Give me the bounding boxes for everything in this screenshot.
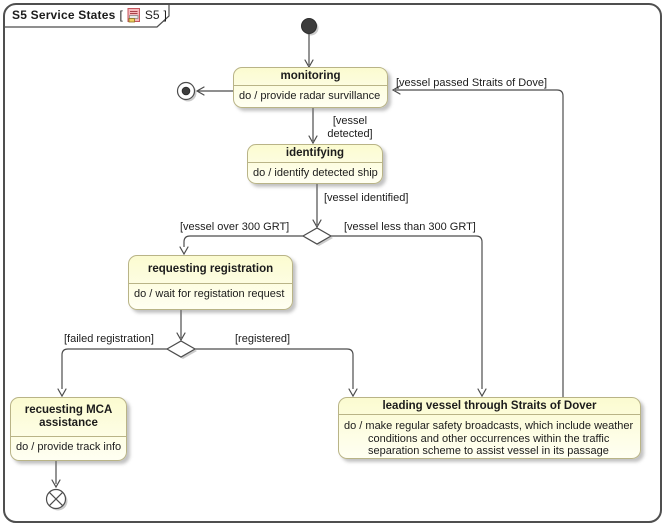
state-requesting-registration[interactable]: requesting registration do / wait for re… <box>128 255 293 310</box>
frame-tab-outline <box>5 4 170 28</box>
transition-identifying-choice[interactable] <box>312 184 322 229</box>
frame-bracket-open: [ <box>119 8 123 22</box>
transition-vessel-passed[interactable] <box>391 85 564 397</box>
guard-vessel-passed: [vessel passed Straits of Dove] <box>396 77 548 89</box>
guard-registered: [registered] <box>235 333 291 345</box>
guard-vessel-detected: [vessel detected] <box>327 115 373 140</box>
final-state[interactable] <box>176 81 197 102</box>
state-machine-diagram-icon <box>127 7 140 22</box>
state-leading-vessel[interactable]: leading vessel through Straits of Dover … <box>338 397 641 459</box>
frame-title-tab: S5 Service States [ S5 ] <box>12 7 167 23</box>
state-title: recuesting MCA assistance <box>11 398 126 437</box>
state-monitoring[interactable]: monitoring do / provide radar survillanc… <box>233 67 388 108</box>
state-activity: do / provide track info <box>16 441 122 453</box>
guard-vessel-identified: [vessel identified] <box>324 192 409 204</box>
state-requesting-mca-assistance[interactable]: recuesting MCA assistance do / provide t… <box>10 397 127 461</box>
initial-pseudostate[interactable] <box>301 18 319 36</box>
transition-monitoring-identifying[interactable] <box>308 108 318 145</box>
transition-monitoring-final[interactable] <box>195 86 233 96</box>
state-activity: do / wait for registation request <box>134 288 285 300</box>
guard-vessel-over-300: [vessel over 300 GRT] <box>180 221 290 233</box>
guard-vessel-less-300: [vessel less than 300 GRT] <box>344 221 476 233</box>
transition-mca-exit[interactable] <box>51 461 61 489</box>
frame-bracket-close: ] <box>163 8 167 22</box>
state-identifying[interactable]: identifying do / identify detected ship <box>247 144 383 184</box>
transition-over-300[interactable] <box>179 235 303 256</box>
state-activity: do / identify detected ship <box>253 167 378 179</box>
guard-failed-registration: [failed registration] <box>64 333 154 345</box>
frame-diagram-ref: S5 <box>144 8 160 22</box>
state-title: leading vessel through Straits of Dover <box>339 398 640 415</box>
exit-point[interactable] <box>45 488 68 511</box>
state-title: identifying <box>248 145 382 163</box>
state-title: monitoring <box>234 68 387 86</box>
state-activity: do / provide radar survillance <box>239 90 381 102</box>
choice-pseudostate-grt[interactable] <box>301 227 333 246</box>
transition-initial-monitoring[interactable] <box>304 34 314 69</box>
state-title: requesting registration <box>129 256 292 284</box>
transition-less-300[interactable] <box>331 235 487 398</box>
transition-requesting-choice[interactable] <box>176 310 186 342</box>
choice-pseudostate-registration[interactable] <box>165 340 197 359</box>
state-activity: do / make regular safety broadcasts, whi… <box>344 420 634 457</box>
frame-title: S5 Service States <box>12 8 116 22</box>
transition-failed-registration[interactable] <box>57 348 167 398</box>
transition-registered[interactable] <box>195 348 358 398</box>
